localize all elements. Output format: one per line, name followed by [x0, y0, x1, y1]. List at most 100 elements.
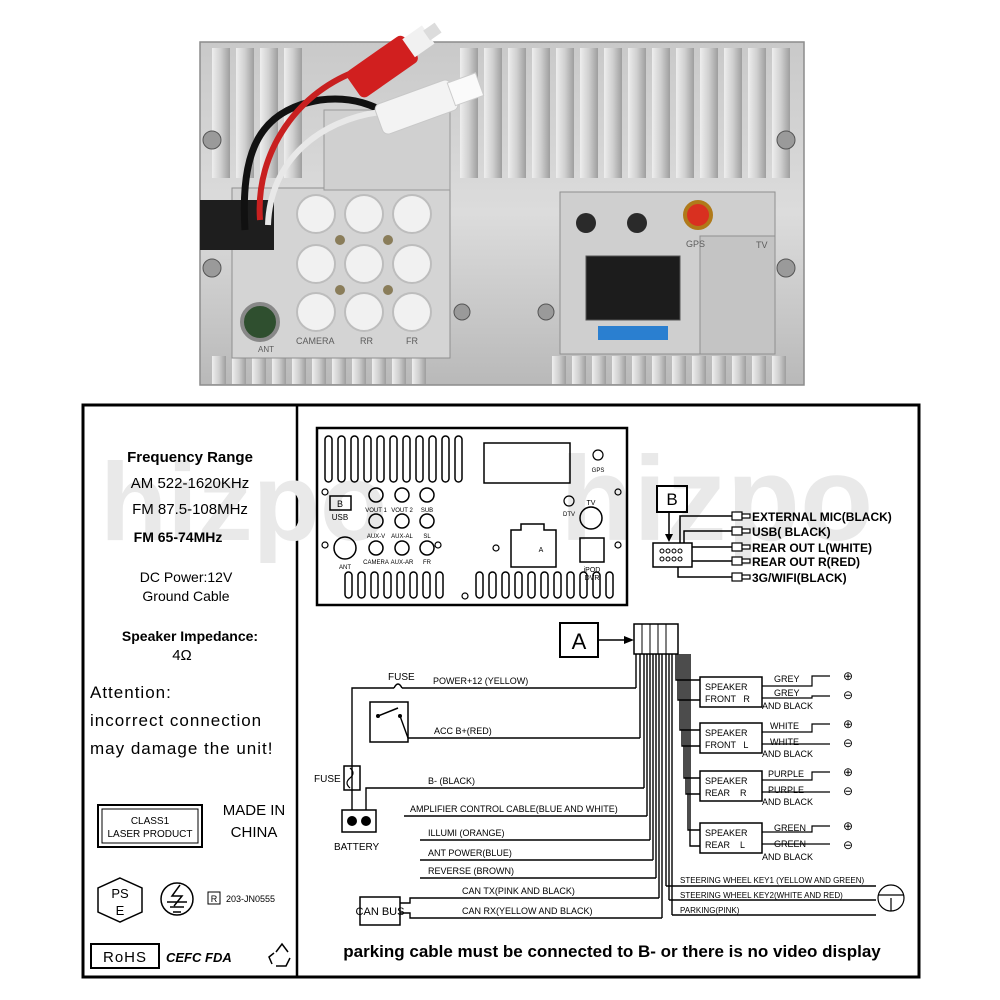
panel-vents-top	[324, 435, 463, 483]
speaker-rear-l: SPEAKER REAR L GREEN GREEN AND BLACK ⊕ ⊖	[699, 819, 853, 862]
cert-r-box	[207, 891, 221, 905]
panel-rca-jacks	[368, 487, 435, 556]
wire-amp-control: AMPLIFIER CONTROL CABLE(BLUE AND WHITE)	[410, 804, 618, 814]
speaker-front-r: SPEAKER FRONT R GREY GREY AND BLACK ⊕ ⊖	[699, 669, 853, 711]
speaker-front-r-wire2: GREY	[774, 688, 800, 698]
speaker-front-l-minus: ⊖	[843, 736, 853, 750]
panel-connector-a-label: A	[539, 547, 544, 554]
spec-am: AM 522-1620KHz	[131, 475, 249, 492]
panel-tv-jack	[579, 506, 603, 530]
recycle-icon	[268, 942, 291, 967]
speaker-front-r-wire3: AND BLACK	[762, 701, 813, 711]
photo-label-rr: RR	[360, 336, 373, 346]
fuse-2-label: FUSE	[314, 774, 341, 785]
fuse-1-symbol	[393, 683, 403, 689]
speaker-front-l-plus: ⊕	[843, 717, 853, 731]
panel-usb-box	[329, 495, 352, 511]
speaker-front-r-line2: FRONT R	[705, 694, 750, 704]
white-cable	[265, 109, 381, 226]
speaker-rear-r: SPEAKER REAR R PURPLE PURPLE AND BLACK ⊕…	[699, 765, 853, 807]
pse-mark-e: E	[116, 903, 125, 918]
speaker-rear-l-wire3: AND BLACK	[762, 852, 813, 862]
spec-impedance-label: Speaker Impedance:	[122, 628, 258, 644]
speaker-rear-r-line2: REAR R	[705, 788, 747, 798]
speaker-rear-l-wire1: GREEN	[774, 823, 806, 833]
speaker-rear-r-minus: ⊖	[843, 784, 853, 798]
speaker-rear-r-wire2: PURPLE	[768, 785, 804, 795]
speaker-front-l-line1: SPEAKER	[705, 728, 748, 738]
antenna-jack	[240, 302, 280, 342]
spec-freq-title: Frequency Range	[127, 449, 253, 466]
photo-label-ant: ANT	[258, 345, 274, 354]
panel-gps-jack	[592, 449, 604, 461]
b-connector-plugs	[731, 511, 751, 582]
b-output-rear-out-r: REAR OUT R(RED)	[752, 555, 860, 569]
panel-label-auxal: AUX-AL	[391, 534, 413, 540]
battery-symbol	[341, 809, 377, 833]
class1-label: CLASS1	[131, 816, 170, 827]
attention-line1: Attention:	[90, 683, 172, 702]
acc-switch-pin-1	[376, 714, 380, 718]
panel-label-fr: FR	[423, 560, 432, 566]
white-rca-plug	[374, 72, 485, 135]
acc-switch-lever	[377, 707, 399, 717]
attention-line3: may damage the unit!	[90, 739, 273, 758]
panel-ant-jack	[333, 536, 357, 560]
panel-label-vout2: VOUT 2	[391, 508, 413, 514]
diagram-frame	[81, 403, 921, 979]
wire-power-12: POWER+12 (YELLOW)	[433, 676, 528, 686]
parking-pink: PARKING(PINK)	[680, 906, 740, 915]
wiring-diagram: hizpo hizpo Frequency Range AM 522-1620K…	[81, 403, 921, 979]
pse-mark-ps: PS	[111, 886, 129, 901]
steering-wires	[666, 885, 876, 916]
panel-label-ant: ANT	[339, 565, 351, 571]
speaker-front-r-minus: ⊖	[843, 688, 853, 702]
panel-label-auxv: AUX-V	[367, 534, 385, 540]
speaker-rear-l-minus: ⊖	[843, 838, 853, 852]
harness-bundle	[635, 654, 700, 918]
photo-label-fr: FR	[406, 336, 418, 346]
fuse-1-label: FUSE	[388, 672, 415, 683]
speaker-front-l-wire1: WHITE	[770, 721, 799, 731]
speaker-front-r-wire1: GREY	[774, 674, 800, 684]
photo-label-gps: GPS	[686, 239, 705, 249]
can-bus-label: CAN BUS	[356, 906, 405, 918]
b-connector-block	[652, 542, 693, 568]
chassis-screws	[202, 130, 796, 321]
acc-switch	[369, 701, 409, 743]
speaker-feed-wires	[679, 654, 700, 847]
head-unit-photo: CAMERA RR FR GPS ANT TV	[199, 22, 805, 386]
acc-switch-lead	[399, 715, 409, 739]
cert-code: 203-JN0555	[226, 894, 275, 904]
wire-ground: B- (BLACK)	[428, 776, 475, 786]
b-connector-arrowhead	[665, 534, 673, 542]
power-wires	[351, 687, 662, 919]
panel-screws	[335, 235, 393, 295]
made-in-line1: MADE IN	[223, 802, 286, 819]
wire-illumi: ILLUMI (ORANGE)	[428, 828, 505, 838]
panel-connector-a	[510, 523, 557, 568]
speaker-rear-r-wire3: AND BLACK	[762, 797, 813, 807]
class1-laser-inner	[101, 808, 199, 844]
speaker-rear-r-plus: ⊕	[843, 765, 853, 779]
panel-usb-box-label: B	[337, 499, 343, 509]
ce-fcc-fda-marks: CEFC FDA	[166, 950, 232, 965]
panel-label-camera: CAMERA	[363, 560, 389, 566]
black-connector	[200, 200, 274, 250]
panel-label-dtv: DTV	[563, 512, 575, 518]
pse-mark: PS E	[97, 877, 143, 923]
b-output-usb: USB( BLACK)	[752, 525, 831, 539]
panel-label-gps: GPS	[592, 468, 605, 474]
speaker-rear-l-wire2: GREEN	[774, 839, 806, 849]
rohs-box	[90, 943, 160, 969]
b-connector-pins	[659, 548, 683, 562]
wire-can-rx: CAN RX(YELLOW AND BLACK)	[462, 906, 593, 916]
panel-usb-label: USB	[332, 513, 348, 522]
battery-label: BATTERY	[334, 842, 380, 853]
panel-label-sub: SUB	[421, 508, 433, 514]
speaker-rear-l-line1: SPEAKER	[705, 828, 748, 838]
b-output-3g-wifi: 3G/WIFI(BLACK)	[752, 571, 847, 585]
gps-connector	[683, 200, 713, 230]
wire-can-tx: CAN TX(PINK AND BLACK)	[462, 886, 575, 896]
speaker-front-l: SPEAKER FRONT L WHITE WHITE AND BLACK ⊕ …	[699, 717, 853, 759]
